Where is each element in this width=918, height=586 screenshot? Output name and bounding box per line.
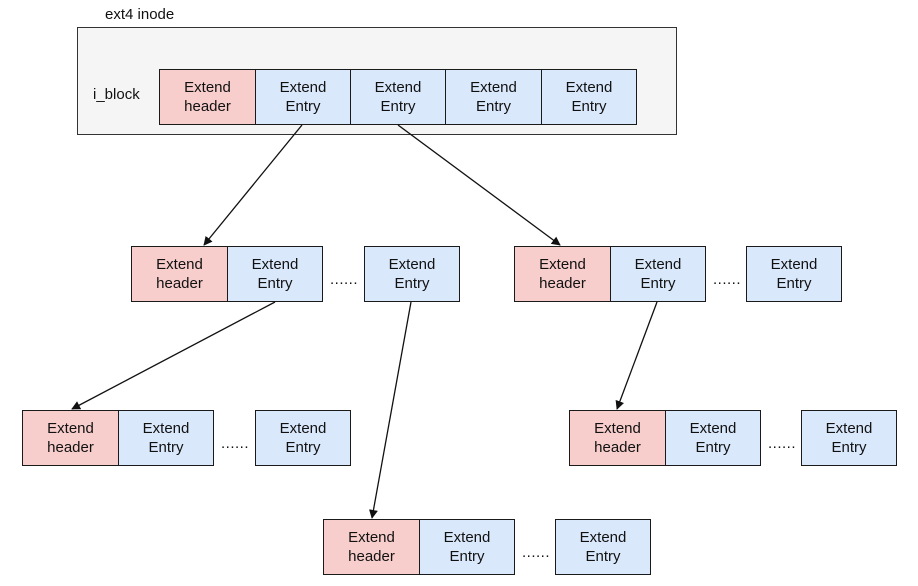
level2-right-ellipsis: ......: [768, 435, 797, 452]
level3-ellipsis: ......: [522, 544, 551, 561]
i-block-label: i_block: [93, 86, 140, 103]
inode-title: ext4 inode: [105, 6, 175, 23]
level2-left-ellipsis: ......: [221, 435, 250, 452]
level3-header: Extend header: [323, 519, 420, 575]
level1-right-entry-first: Extend Entry: [610, 246, 706, 302]
level1-right-header: Extend header: [514, 246, 611, 302]
level2-right-entry-last: Extend Entry: [801, 410, 897, 466]
level1-left-entry-last: Extend Entry: [364, 246, 460, 302]
arrow-inode-entry2-to-level1-right: [397, 124, 561, 246]
inode-extent-entry-2: Extend Entry: [350, 69, 446, 125]
level2-left-entry-first: Extend Entry: [118, 410, 214, 466]
level3-entry-last: Extend Entry: [555, 519, 651, 575]
inode-extent-entry-1: Extend Entry: [255, 69, 351, 125]
level2-right-entry-first: Extend Entry: [665, 410, 761, 466]
level1-right-entry-last: Extend Entry: [746, 246, 842, 302]
level3-entry-first: Extend Entry: [419, 519, 515, 575]
level1-left-ellipsis: ......: [330, 271, 359, 288]
level1-left-entry-first: Extend Entry: [227, 246, 323, 302]
level2-left-header: Extend header: [22, 410, 119, 466]
level1-left-header: Extend header: [131, 246, 228, 302]
inode-extent-entry-3: Extend Entry: [445, 69, 542, 125]
arrow-level1-left-last-to-level3: [369, 301, 412, 519]
inode-extent-entry-4: Extend Entry: [541, 69, 637, 125]
arrow-level1-right-entry-to-level2-right: [615, 301, 658, 410]
arrow-level1-left-entry-to-level2-left: [71, 301, 276, 410]
level1-right-ellipsis: ......: [713, 271, 742, 288]
arrow-inode-entry1-to-level1-left: [203, 124, 303, 246]
level2-left-entry-last: Extend Entry: [255, 410, 351, 466]
